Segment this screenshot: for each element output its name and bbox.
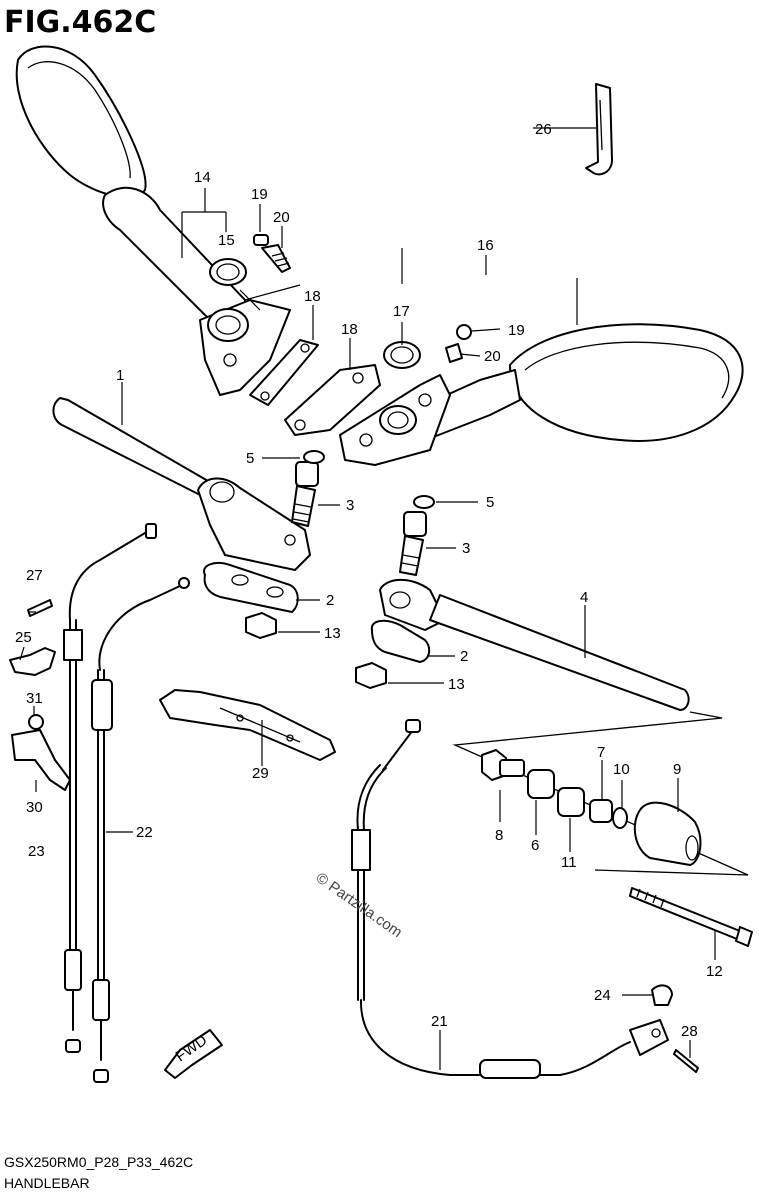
mirror-gasket-left xyxy=(249,339,319,406)
bolt-20-left xyxy=(261,244,291,273)
callout-3-right: 3 xyxy=(462,540,470,557)
nut-13-left xyxy=(245,612,277,639)
callout-3-left: 3 xyxy=(346,497,354,514)
right-handlebar xyxy=(379,578,749,876)
callout-7: 7 xyxy=(597,744,605,761)
callout-12: 12 xyxy=(706,963,723,980)
callout-20-right: 20 xyxy=(484,348,501,365)
pin-28 xyxy=(673,1049,699,1073)
throttle-cable-23 xyxy=(63,523,157,1053)
callouts: 1 2 2 3 3 4 5 5 6 7 8 9 10 11 12 13 13 1… xyxy=(15,121,723,1040)
callout-2-right: 2 xyxy=(460,648,468,665)
callout-18-right: 18 xyxy=(341,321,358,338)
callout-9: 9 xyxy=(673,761,681,778)
callout-11: 11 xyxy=(561,854,577,871)
bar-end-sleeve-6 xyxy=(527,769,555,799)
callout-29: 29 xyxy=(252,765,269,782)
cable-clamp-25 xyxy=(9,647,56,676)
callout-6: 6 xyxy=(531,837,539,854)
callout-18-left: 18 xyxy=(304,288,321,305)
bar-end-spacer-7 xyxy=(589,799,613,823)
leader-lines xyxy=(19,127,716,1070)
callout-16: 16 xyxy=(477,237,494,254)
footer-code: GSX250RM0_P28_P33_462C xyxy=(4,1154,193,1170)
callout-13-right: 13 xyxy=(448,676,465,693)
clutch-cable-21 xyxy=(351,719,669,1079)
callout-5-right: 5 xyxy=(486,494,494,511)
figure-title: FIG.462C xyxy=(4,5,156,40)
callout-10: 10 xyxy=(613,761,630,778)
nut-13-right xyxy=(355,662,387,689)
bolt-3-right xyxy=(399,511,427,576)
callout-2-left: 2 xyxy=(326,592,334,609)
spacer-right xyxy=(370,619,431,663)
left-handlebar xyxy=(52,397,311,571)
callout-17: 17 xyxy=(393,303,410,320)
callout-4: 4 xyxy=(580,589,588,606)
callout-19-left: 19 xyxy=(251,186,268,203)
bar-end-washer-10 xyxy=(612,807,628,829)
callout-13-left: 13 xyxy=(324,625,341,642)
footer-name: HANDLEBAR xyxy=(4,1175,90,1191)
screw-27 xyxy=(27,599,53,617)
mirror-washer-15 xyxy=(209,258,247,286)
bolt-cap-19-right xyxy=(456,324,472,340)
callout-26: 26 xyxy=(535,121,552,138)
cable-guide-29 xyxy=(159,689,336,761)
callout-30: 30 xyxy=(26,799,43,816)
bolt-20-right xyxy=(445,343,463,363)
mirror-washer-17 xyxy=(383,341,421,369)
bar-end-weight-9 xyxy=(633,801,702,866)
right-mirror xyxy=(339,323,744,466)
bolt-cap-19-left xyxy=(253,234,269,246)
callout-23: 23 xyxy=(28,843,45,860)
callout-24: 24 xyxy=(594,987,611,1004)
washer-5-left xyxy=(303,450,325,464)
mirror-gasket-right xyxy=(284,364,381,436)
callout-15: 15 xyxy=(218,232,235,249)
callout-20-left: 20 xyxy=(273,209,290,226)
callout-25: 25 xyxy=(15,629,32,646)
left-mirror xyxy=(15,45,291,396)
callout-8: 8 xyxy=(495,827,503,844)
bar-end-collar-11 xyxy=(557,787,585,817)
bolt-31 xyxy=(28,714,44,730)
bar-end-bolt-8 xyxy=(481,749,525,781)
bar-end-bolt-12 xyxy=(629,887,753,947)
callout-22: 22 xyxy=(136,824,153,841)
throttle-cable-22 xyxy=(91,577,190,1083)
clip-26 xyxy=(585,83,613,176)
callout-31: 31 xyxy=(26,690,43,707)
callout-27: 27 xyxy=(26,567,43,584)
callout-19-right: 19 xyxy=(508,322,525,339)
fwd-arrow: FWD xyxy=(164,1029,223,1079)
callout-21: 21 xyxy=(431,1013,448,1030)
bolt-3-left xyxy=(291,461,319,527)
callout-1: 1 xyxy=(116,367,124,384)
callout-14: 14 xyxy=(194,169,211,186)
spacer-left xyxy=(203,562,299,613)
bracket-30 xyxy=(11,729,71,791)
callout-5-left: 5 xyxy=(246,450,254,467)
cap-24 xyxy=(651,984,673,1006)
washer-5-right xyxy=(413,495,435,509)
callout-28: 28 xyxy=(681,1023,698,1040)
